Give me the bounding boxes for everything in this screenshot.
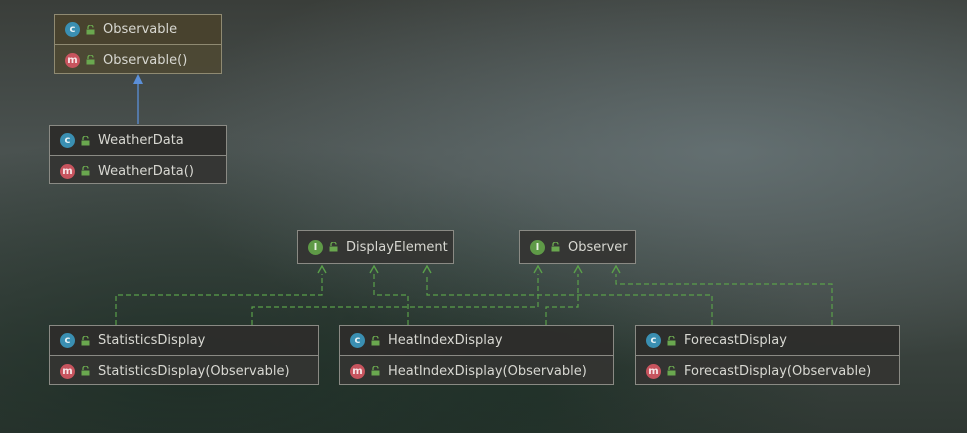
class-header: c ForecastDisplay [636, 326, 899, 356]
class-node-statisticsdisplay[interactable]: c StatisticsDisplay m StatisticsDisplay(… [49, 325, 319, 385]
class-header: c StatisticsDisplay [50, 326, 318, 356]
interface-header: I Observer [520, 231, 635, 263]
public-lock-icon [371, 335, 380, 345]
method-icon: m [65, 52, 80, 68]
method-label: ForecastDisplay(Observable) [684, 363, 872, 379]
method-icon: m [350, 363, 365, 379]
public-lock-icon [371, 366, 380, 376]
public-lock-icon [667, 335, 676, 345]
interface-icon: I [308, 239, 323, 255]
interface-node-observer[interactable]: I Observer [519, 230, 636, 264]
public-lock-icon [81, 335, 90, 345]
implements-edge-statistics-observer [251, 274, 539, 325]
class-node-forecastdisplay[interactable]: c ForecastDisplay m ForecastDisplay(Obse… [635, 325, 900, 385]
method-row[interactable]: m StatisticsDisplay(Observable) [50, 356, 318, 386]
method-icon: m [60, 163, 75, 179]
method-row[interactable]: m WeatherData() [50, 156, 226, 186]
implements-edge-forecast-observer [615, 274, 833, 325]
public-lock-icon [667, 366, 676, 376]
class-title: Observable [103, 22, 178, 37]
interface-header: I DisplayElement [298, 231, 453, 263]
class-node-heatindexdisplay[interactable]: c HeatIndexDisplay m HeatIndexDisplay(Ob… [339, 325, 614, 385]
extends-edge-weatherdata-observable [133, 74, 143, 124]
class-node-observable[interactable]: c Observable m Observable() [54, 14, 222, 74]
method-row[interactable]: m HeatIndexDisplay(Observable) [340, 356, 613, 386]
method-icon: m [646, 363, 661, 379]
interface-title: DisplayElement [346, 239, 448, 255]
interface-node-displayelement[interactable]: I DisplayElement [297, 230, 454, 264]
public-lock-icon [86, 55, 95, 65]
method-row[interactable]: m ForecastDisplay(Observable) [636, 356, 899, 386]
class-icon: c [646, 333, 661, 348]
class-icon: c [65, 22, 80, 37]
public-lock-icon [81, 166, 90, 176]
interface-icon: I [530, 239, 545, 255]
implements-arrowheads [317, 264, 621, 274]
public-lock-icon [551, 242, 560, 252]
public-lock-icon [329, 242, 338, 252]
class-header: c WeatherData [50, 126, 226, 156]
class-icon: c [60, 133, 75, 148]
method-label: Observable() [103, 52, 188, 68]
interface-title: Observer [568, 239, 628, 255]
class-title: HeatIndexDisplay [388, 333, 503, 348]
public-lock-icon [86, 24, 95, 34]
class-icon: c [60, 333, 75, 348]
implements-edge-forecast-displayelement [426, 274, 713, 325]
implements-edge-heatindex-observer [545, 274, 579, 325]
class-icon: c [350, 333, 365, 348]
class-title: ForecastDisplay [684, 333, 787, 348]
class-header: c HeatIndexDisplay [340, 326, 613, 356]
class-title: WeatherData [98, 133, 184, 148]
method-label: HeatIndexDisplay(Observable) [388, 363, 587, 379]
public-lock-icon [81, 366, 90, 376]
implements-edges [115, 274, 833, 325]
implements-edge-heatindex-displayelement [373, 274, 409, 325]
public-lock-icon [81, 135, 90, 145]
method-label: WeatherData() [98, 163, 194, 179]
class-title: StatisticsDisplay [98, 333, 206, 348]
class-header: c Observable [55, 15, 221, 45]
method-row[interactable]: m Observable() [55, 45, 221, 75]
method-label: StatisticsDisplay(Observable) [98, 363, 290, 379]
method-icon: m [60, 363, 75, 379]
class-node-weatherdata[interactable]: c WeatherData m WeatherData() [49, 125, 227, 184]
implements-edge-statistics-displayelement [115, 274, 323, 325]
